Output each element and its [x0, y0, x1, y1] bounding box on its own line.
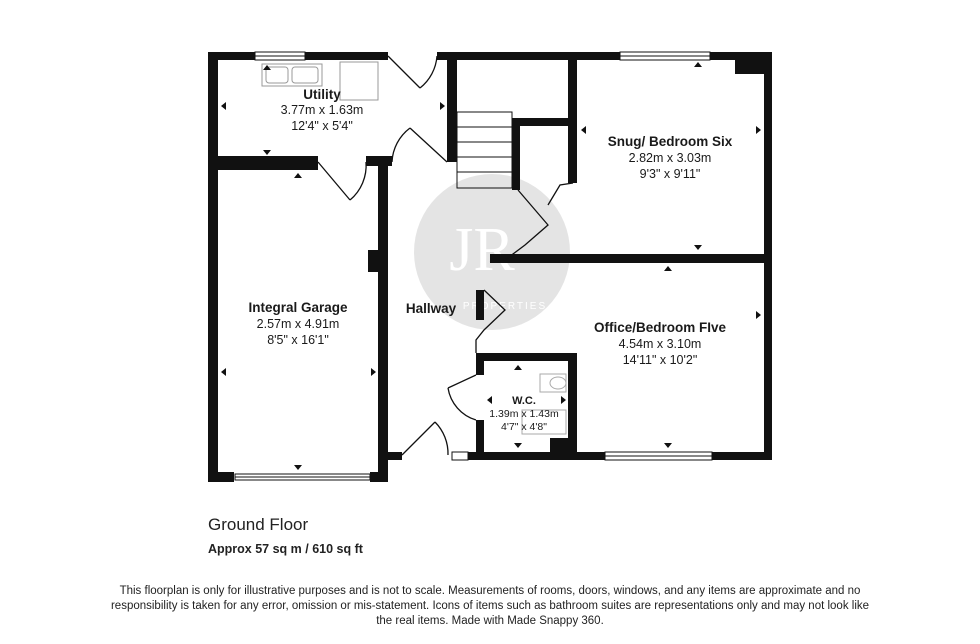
snug-name: Snug/ Bedroom Six: [608, 134, 733, 149]
office-imperial: 14'11" x 10'2": [623, 353, 698, 367]
wc-toilet-icon: [521, 373, 567, 435]
windows: [234, 51, 713, 481]
watermark-monogram: JR: [449, 216, 515, 284]
disclaimer-text: This floorplan is only for illustrative …: [110, 585, 870, 627]
office-metric: 4.54m x 3.10m: [619, 337, 702, 351]
garage-imperial: 8'5" x 16'1": [267, 333, 329, 347]
garage-name: Integral Garage: [248, 300, 348, 315]
watermark-subtitle: PROPERTIES: [463, 301, 547, 312]
snug-imperial: 9'3" x 9'11": [640, 167, 701, 181]
utility-imperial: 12'4" x 5'4": [291, 119, 353, 133]
room-snug: Snug/ Bedroom Six 2.82m x 3.03m 9'3" x 9…: [608, 134, 733, 181]
room-garage: Integral Garage 2.57m x 4.91m 8'5" x 16'…: [248, 300, 348, 347]
staircase: [456, 111, 513, 189]
room-office: Office/Bedroom FIve 4.54m x 3.10m 14'11"…: [594, 320, 727, 367]
floor-title: Ground Floor: [208, 515, 309, 534]
wc-metric: 1.39m x 1.43m: [489, 408, 559, 420]
room-wc: W.C. 1.39m x 1.43m 4'7" x 4'8": [489, 395, 559, 433]
office-name: Office/Bedroom FIve: [594, 320, 727, 335]
doors: [317, 55, 574, 456]
watermark-logo: JR PROPERTIES: [414, 174, 570, 330]
utility-sink-icon: [261, 61, 379, 101]
hallway-name: Hallway: [406, 301, 457, 316]
snug-metric: 2.82m x 3.03m: [629, 151, 712, 165]
dimension-arrows: [221, 62, 761, 470]
garage-metric: 2.57m x 4.91m: [257, 317, 340, 331]
room-utility: Utility 3.77m x 1.63m 12'4" x 5'4": [281, 87, 364, 133]
wc-imperial: 4'7" x 4'8": [501, 421, 547, 433]
floor-area: Approx 57 sq m / 610 sq ft: [208, 542, 363, 556]
wc-name: W.C.: [512, 395, 536, 407]
utility-name: Utility: [303, 87, 341, 102]
utility-metric: 3.77m x 1.63m: [281, 103, 364, 117]
room-hallway: Hallway: [406, 301, 457, 316]
